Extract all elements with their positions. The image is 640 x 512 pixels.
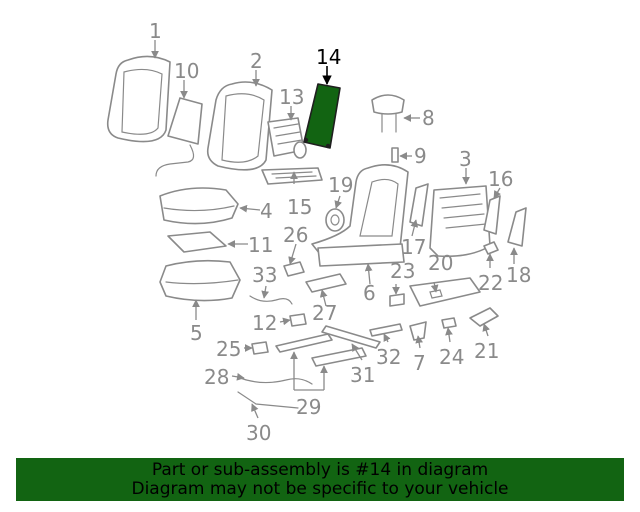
part-20-side-panel bbox=[409, 277, 481, 307]
callout-4: 4 bbox=[260, 199, 273, 223]
part-13-lumbar bbox=[267, 117, 307, 159]
callout-17: 17 bbox=[401, 235, 426, 259]
part-18-trim bbox=[507, 207, 527, 247]
callout-14: 14 bbox=[316, 45, 341, 69]
part-10-pad bbox=[155, 97, 203, 177]
part-2-seatback-frame bbox=[206, 81, 273, 171]
callout-27: 27 bbox=[312, 301, 337, 325]
seat-parts-diagram: 1 10 2 13 14 8 9 3 16 19 15 4 11 26 17 1… bbox=[106, 19, 531, 445]
callout-6: 6 bbox=[363, 281, 376, 305]
callout-11: 11 bbox=[248, 233, 273, 257]
callout-23: 23 bbox=[390, 259, 415, 283]
callout-2: 2 bbox=[250, 49, 263, 73]
callout-18: 18 bbox=[506, 263, 531, 287]
part-17-trim bbox=[409, 183, 429, 227]
part-19-knob bbox=[325, 208, 345, 232]
banner-line-1: Part or sub-assembly is #14 in diagram bbox=[151, 460, 489, 480]
callout-19: 19 bbox=[328, 173, 353, 197]
callout-32: 32 bbox=[376, 345, 401, 369]
leader-lines bbox=[151, 40, 518, 419]
callout-22: 22 bbox=[478, 271, 503, 295]
info-banner: Part or sub-assembly is #14 in diagram D… bbox=[16, 458, 624, 501]
part-28-32-wiring bbox=[237, 323, 403, 409]
callout-5: 5 bbox=[190, 321, 203, 345]
part-23-switch bbox=[389, 293, 405, 307]
part-8-headrest bbox=[371, 94, 405, 133]
part-15-bracket bbox=[261, 167, 323, 185]
callout-7: 7 bbox=[413, 351, 426, 375]
callout-30: 30 bbox=[246, 421, 271, 445]
part-11-heater-mat bbox=[167, 231, 227, 253]
part-4-cushion bbox=[159, 187, 239, 225]
callout-20: 20 bbox=[428, 251, 453, 275]
callout-10: 10 bbox=[174, 59, 199, 83]
part-14-highlighted bbox=[303, 83, 341, 149]
part-9-guide bbox=[391, 147, 399, 163]
callout-12: 12 bbox=[252, 311, 277, 335]
callout-labels: 1 10 2 13 14 8 9 3 16 19 15 4 11 26 17 1… bbox=[149, 19, 531, 445]
banner-line-2: Diagram may not be specific to your vehi… bbox=[131, 479, 509, 499]
callout-1: 1 bbox=[149, 19, 162, 43]
callout-29: 29 bbox=[296, 395, 321, 419]
part-24-knob bbox=[441, 317, 457, 329]
callout-16: 16 bbox=[488, 167, 513, 191]
part-21-handle bbox=[469, 307, 499, 327]
callout-26: 26 bbox=[283, 223, 308, 247]
part-1-seatback-cover bbox=[106, 55, 171, 143]
callout-25: 25 bbox=[216, 337, 241, 361]
callout-21: 21 bbox=[474, 339, 499, 363]
part-3-side-shield bbox=[429, 185, 491, 258]
callout-13: 13 bbox=[279, 85, 304, 109]
callout-8: 8 bbox=[422, 106, 435, 130]
callout-9: 9 bbox=[414, 144, 427, 168]
callout-33: 33 bbox=[252, 263, 277, 287]
part-26-27-actuators bbox=[283, 261, 347, 293]
callout-31: 31 bbox=[350, 363, 375, 387]
part-6-seat-frame bbox=[311, 164, 409, 267]
part-22-clip bbox=[483, 241, 499, 255]
part-5-cushion-pad bbox=[159, 259, 241, 302]
callout-15: 15 bbox=[287, 195, 312, 219]
callout-24: 24 bbox=[439, 345, 464, 369]
callout-28: 28 bbox=[204, 365, 229, 389]
callout-3: 3 bbox=[459, 147, 472, 171]
part-33-12-25-harness bbox=[249, 295, 307, 355]
